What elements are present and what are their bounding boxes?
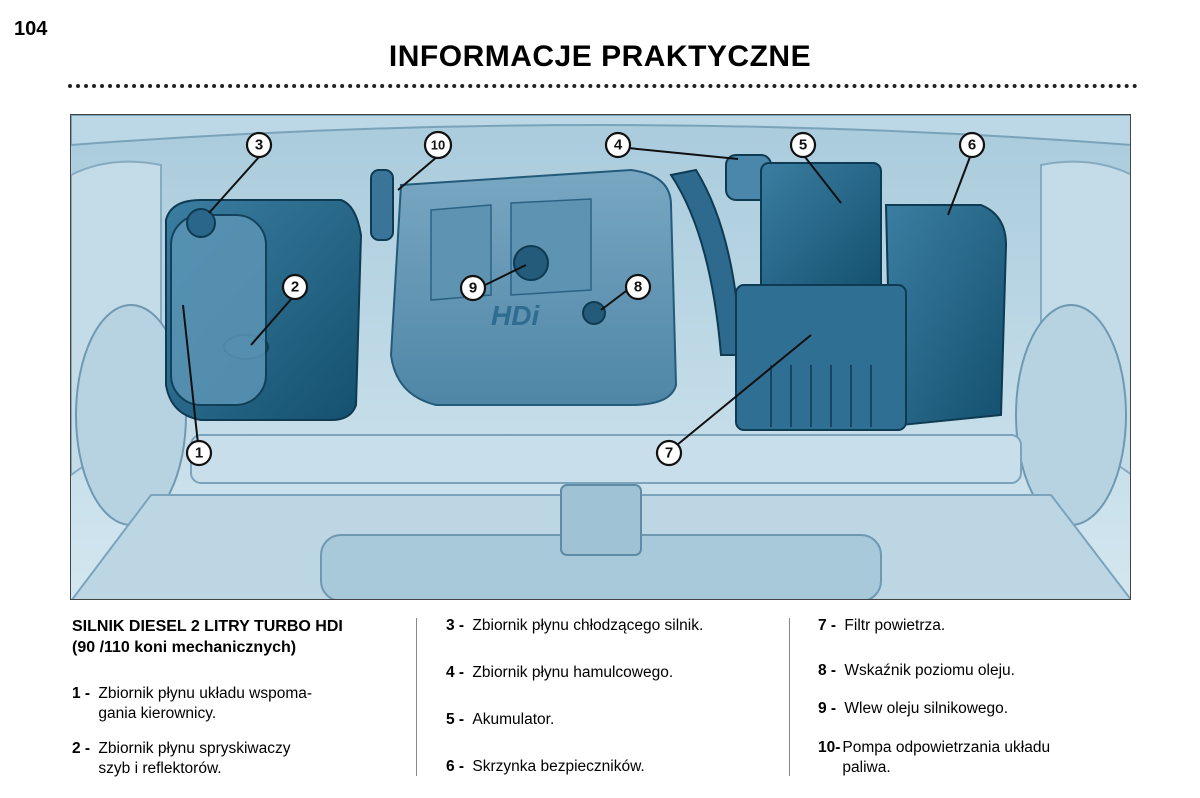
callout-1: 1 (185, 439, 213, 467)
callout-8: 8 (624, 273, 652, 301)
right-headlight (1015, 304, 1127, 526)
legend-item-9: 9 - Wlew oleju silnikowego. (818, 700, 1009, 717)
page-number: 104 (14, 18, 48, 40)
oil-filler-cap (513, 245, 549, 281)
column-divider-2 (789, 618, 790, 776)
svg-text:7: 7 (665, 445, 673, 462)
legend-item-6: 6 - Skrzynka bezpieczników. (446, 758, 645, 775)
legend-item-5: 5 - Akumulator. (446, 711, 555, 728)
legend-item-4: 4 - Zbiornik płynu hamulcowego. (446, 664, 674, 681)
fuse-box (884, 204, 1008, 427)
title-divider (68, 84, 1138, 88)
battery (760, 162, 882, 294)
svg-text:5: 5 (799, 137, 807, 154)
callout-7: 7 (655, 439, 683, 467)
legend-item-7: 7 - Filtr powietrza. (818, 617, 946, 634)
callout-10: 10 (423, 130, 453, 160)
page-title: INFORMACJE PRAKTYCZNE (388, 40, 812, 73)
callout-5: 5 (789, 131, 817, 159)
svg-text:6: 6 (968, 137, 976, 154)
legend-item-3: 3 - Zbiornik płynu chłodzącego silnik. (446, 617, 704, 634)
radiator-crossmember (190, 434, 1022, 484)
svg-text:9: 9 (469, 280, 477, 297)
callout-9: 9 (459, 274, 487, 302)
legend-item-1: 1 - Zbiornik płynu układu wspoma- gania … (72, 685, 313, 722)
callout-6: 6 (958, 131, 986, 159)
legend-item-2: 2 - Zbiornik płynu spryskiwaczy szyb i r… (72, 740, 291, 777)
svg-text:10: 10 (431, 138, 445, 153)
engine-bay-illustration: HDi 1 (70, 114, 1131, 600)
svg-text:8: 8 (634, 279, 642, 296)
legend-item-8: 8 - Wskaźnik poziomu oleju. (818, 662, 1015, 679)
legend-column-1: SILNIK DIESEL 2 LITRY TURBO HDI (90 /110… (72, 616, 402, 777)
svg-text:2: 2 (291, 279, 299, 296)
hood-latch (560, 484, 642, 556)
oil-dipstick (582, 301, 606, 325)
section-heading: SILNIK DIESEL 2 LITRY TURBO HDI (90 /110… (72, 618, 343, 656)
air-filter (735, 284, 907, 431)
callout-3: 3 (245, 131, 273, 159)
steering-fluid-cap (186, 208, 216, 238)
steering-fluid-tank (170, 214, 267, 406)
hood-edge (71, 115, 1130, 147)
svg-text:3: 3 (255, 137, 263, 154)
engine-cover-logo: HDi (491, 300, 540, 331)
fuel-priming-pump (370, 169, 394, 241)
legend-item-10: 10- Pompa odpowietrzania układu paliwa. (818, 739, 1051, 776)
svg-text:1: 1 (195, 445, 203, 462)
column-divider-1 (416, 618, 417, 776)
callout-2: 2 (281, 273, 309, 301)
svg-text:4: 4 (614, 137, 623, 154)
callout-4: 4 (604, 131, 632, 159)
